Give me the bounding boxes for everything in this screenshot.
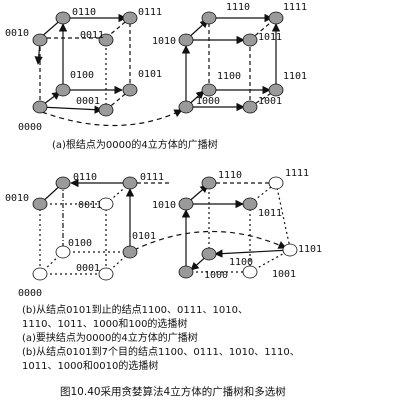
diagram-b-edges (39, 178, 291, 275)
node-a-1001 (242, 100, 258, 114)
label-b-0010: 0010 (5, 193, 29, 204)
label-b-0101: 0101 (132, 231, 156, 242)
label-a-0010: 0010 (5, 28, 29, 39)
node-b-1100 (201, 247, 217, 261)
edge-b-1101-1100 (214, 249, 291, 258)
node-b-1000 (178, 265, 194, 279)
node-b-1010 (178, 197, 194, 211)
label-b-1100: 1100 (229, 257, 253, 268)
label-a-0011: 0011 (80, 30, 104, 41)
label-a-0001: 0001 (76, 96, 100, 107)
label-a-0111: 0111 (138, 7, 162, 18)
label-a-1110: 1110 (226, 2, 250, 13)
caption-b1-line2: 1110、1011、1000和100的选播树 (22, 319, 188, 330)
diagram-a-nodes (32, 11, 284, 117)
diagram-b: 0110 0111 0010 0011 0100 0101 0001 0000 … (5, 168, 322, 299)
caption-b2-line2: 1011、1000和0010的选播树 (22, 361, 159, 372)
label-b-0001: 0001 (76, 263, 100, 274)
caption-b1-line1: (b)从结点0101到止的结点1100、0111、1010、 (22, 305, 248, 316)
label-b-1110: 1110 (218, 170, 242, 181)
node-a-1101 (268, 83, 284, 97)
node-a-1110 (201, 11, 217, 25)
label-b-0100: 0100 (68, 238, 92, 249)
node-b-0110 (55, 176, 71, 190)
label-b-1000: 1000 (204, 270, 228, 281)
node-a-0011 (98, 33, 114, 47)
node-a-1010 (178, 33, 194, 47)
label-a-0101: 0101 (138, 69, 162, 80)
label-b-1101: 1101 (298, 244, 322, 255)
label-a-1011: 1011 (258, 32, 282, 43)
node-a-0010 (32, 33, 48, 47)
node-a-0111 (122, 11, 138, 25)
edge-b-1111-1101 (275, 182, 291, 249)
edge-b-0101-1101 (133, 230, 287, 251)
label-a-0110: 0110 (72, 7, 96, 18)
diagram-a: 0110 0111 0010 0011 0100 0101 0001 0000 … (5, 2, 307, 133)
node-a-0100 (55, 83, 71, 97)
label-b-1001: 1001 (272, 269, 296, 280)
label-a-1100: 1100 (217, 71, 241, 82)
label-a-1001: 1001 (258, 96, 282, 107)
node-a-1000 (178, 100, 194, 114)
label-b-0011: 0011 (78, 200, 102, 211)
node-b-0111 (122, 176, 138, 190)
node-a-1111 (268, 11, 284, 25)
label-a-0000: 0000 (18, 122, 42, 133)
label-a-1111: 1111 (283, 2, 307, 13)
label-b-0000: 0000 (18, 288, 42, 299)
diagram-a-labels: 0110 0111 0010 0011 0100 0101 0001 0000 … (5, 2, 307, 133)
label-b-1010: 1010 (152, 200, 176, 211)
label-b-0111: 0111 (140, 172, 164, 183)
node-a-1011 (242, 33, 258, 47)
node-a-0000 (32, 100, 48, 114)
label-a-1101: 1101 (283, 71, 307, 82)
caption-b2-line1: (b)从结点0101到7个目的结点1100、0111、1010、1110、 (22, 347, 300, 358)
node-b-1101 (282, 243, 298, 257)
node-b-0000 (32, 267, 48, 281)
node-b-0101 (122, 245, 138, 259)
edge-1001-1101 (249, 89, 277, 108)
edge-0011-0111 (105, 17, 131, 39)
label-a-1010: 1010 (152, 36, 176, 47)
caption-a: (a)根结点为0000的4立方体的广播树 (52, 140, 218, 151)
label-a-0100: 0100 (70, 70, 94, 81)
node-a-0101 (122, 83, 138, 97)
label-b-1111: 1111 (285, 168, 309, 179)
edge-0001-0101 (105, 89, 131, 111)
figure-caption: 图10.40采用贪婪算法4立方体的广播树和多选树 (60, 386, 286, 398)
node-b-1011 (242, 197, 258, 211)
node-a-0001 (98, 103, 114, 117)
node-b-1111 (268, 176, 284, 190)
node-b-0100 (55, 245, 71, 259)
node-b-0001 (98, 267, 114, 281)
diagram-b-labels: 0110 0111 0010 0011 0100 0101 0001 0000 … (5, 168, 322, 299)
diagram-b-nodes (32, 176, 298, 281)
node-b-1110 (201, 176, 217, 190)
edge-0000-1000 (41, 109, 183, 127)
node-b-1001 (242, 265, 258, 279)
label-b-0110: 0110 (73, 172, 97, 183)
node-a-1100 (201, 83, 217, 97)
node-b-0011 (98, 197, 114, 211)
edge-0000-0001 (39, 105, 103, 114)
label-b-1011: 1011 (258, 208, 282, 219)
label-a-1000: 1000 (196, 96, 220, 107)
node-b-0010 (32, 197, 48, 211)
node-a-0110 (55, 11, 71, 25)
diagram-a-edges (34, 13, 281, 127)
caption-a-repeat: (a)要挟结点为0000的4立方体的广播树 (22, 333, 198, 344)
